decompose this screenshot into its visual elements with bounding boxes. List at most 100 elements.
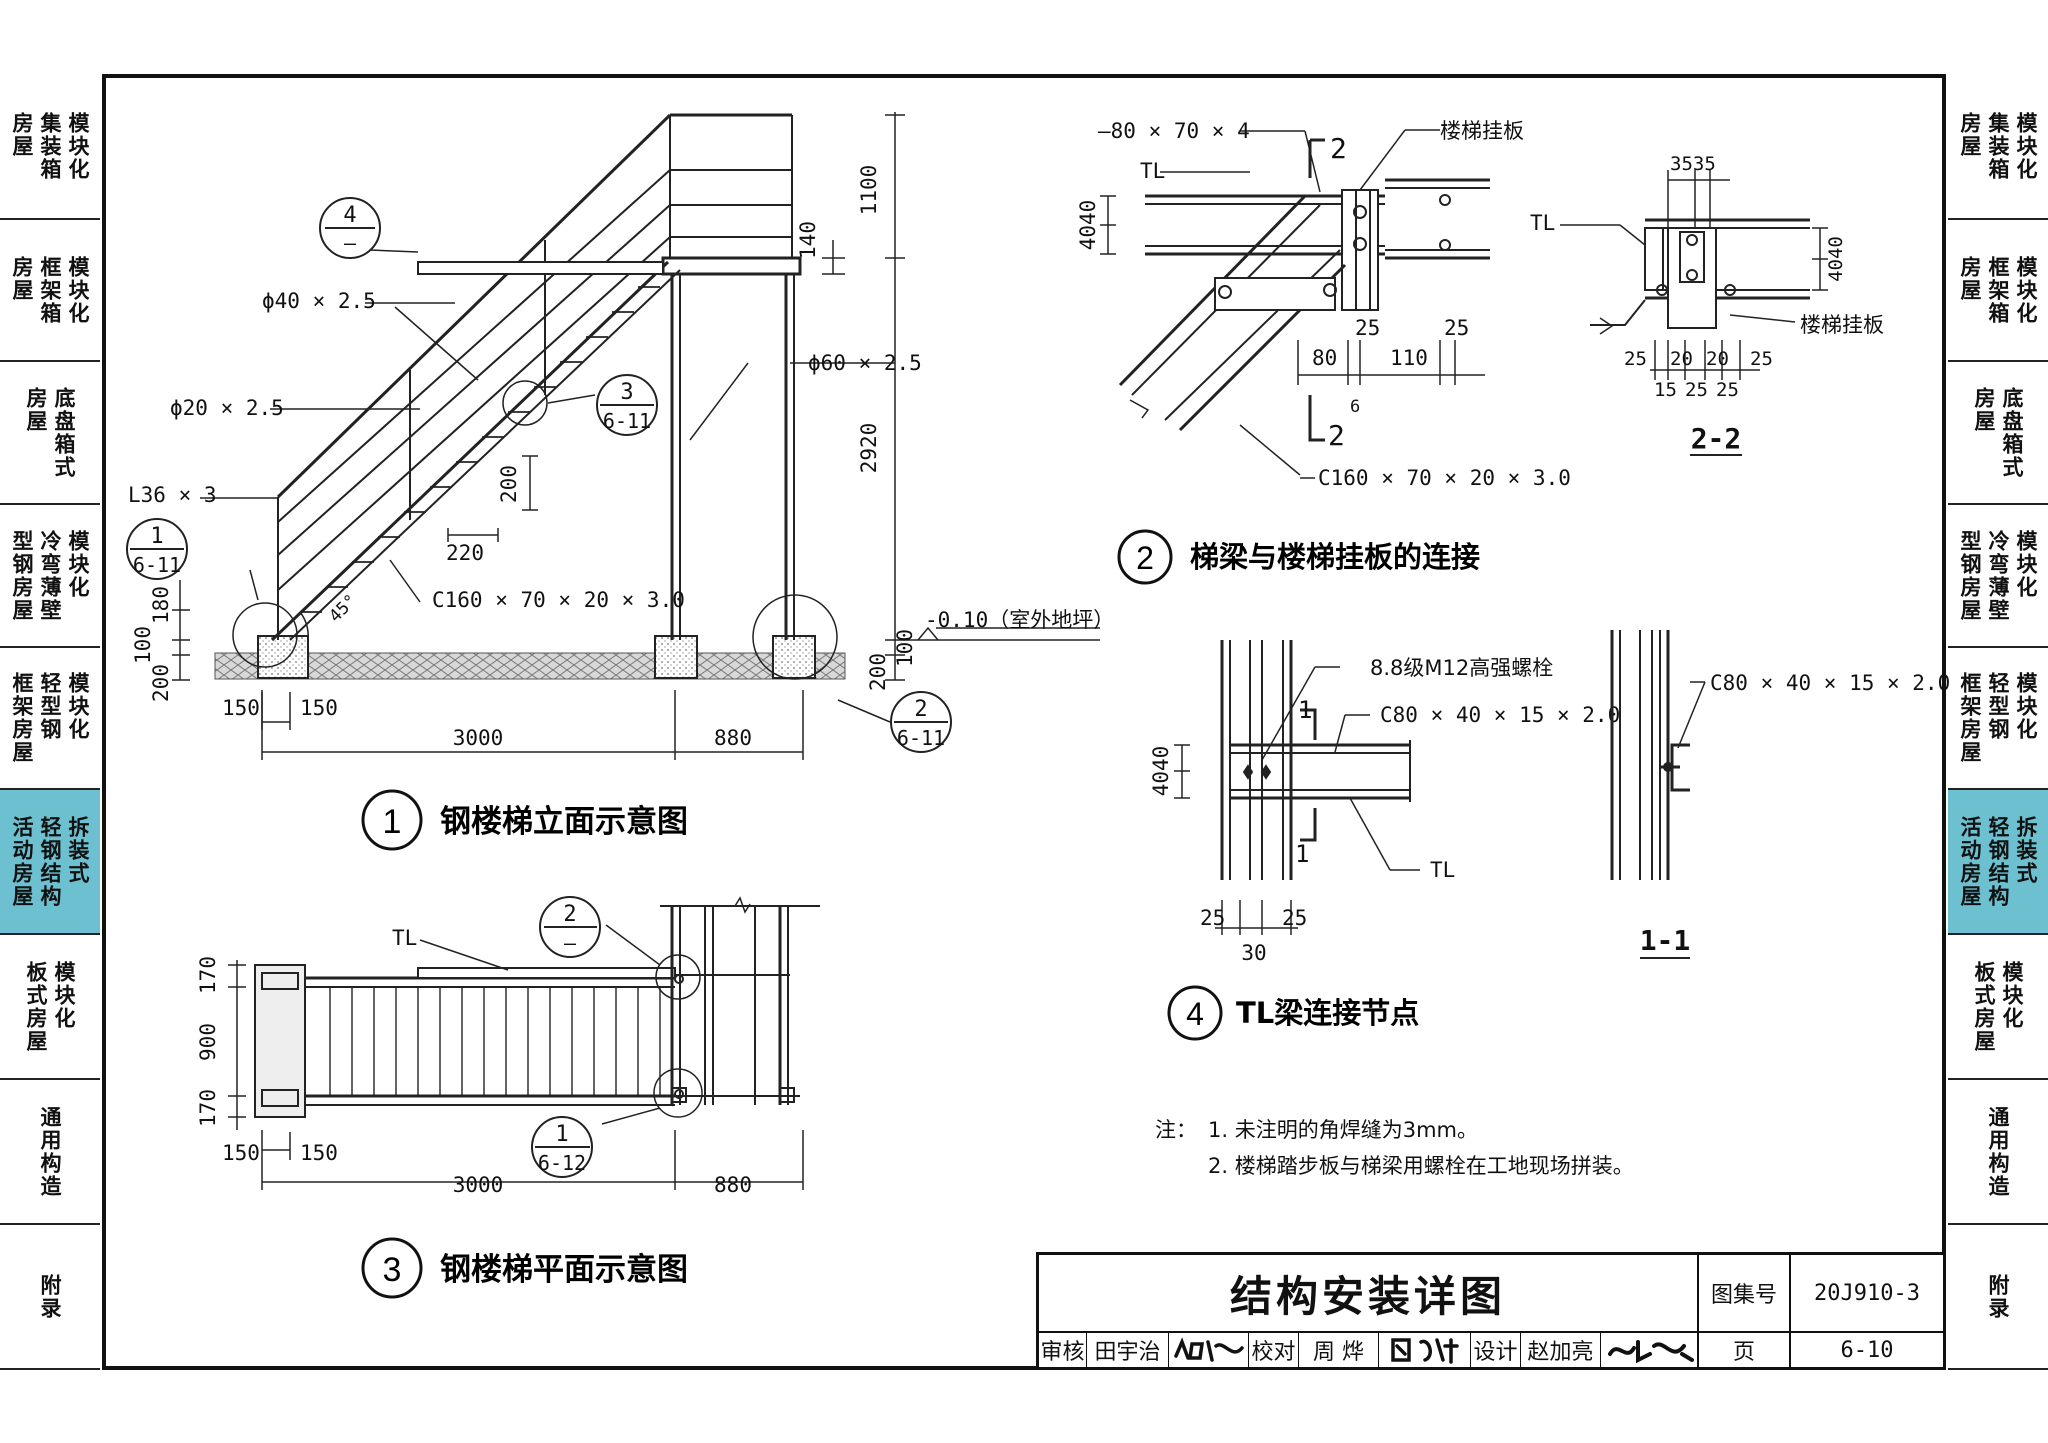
design-name: 赵加亮: [1521, 1333, 1601, 1367]
ref2-top: 2: [914, 697, 927, 722]
fig4-lbl-C80: C80 × 40 × 15 × 2.0: [1380, 703, 1620, 727]
lbl-L36: L36 × 3: [128, 483, 217, 507]
side-tab-label: 轻型钢: [1986, 672, 2010, 741]
side-tab-label: 集装箱: [38, 111, 62, 181]
note-1: 1. 未注明的角焊缝为3mm。: [1208, 1118, 1478, 1142]
side-tab-label: 房屋: [10, 255, 34, 302]
dim-140: 140: [796, 221, 820, 259]
fig2-title: 2 梯梁与楼梯挂板的连接: [1117, 529, 1480, 585]
dim-150-a: 150: [222, 696, 260, 720]
fig3-ref2-top: 2: [563, 902, 576, 927]
dim-880: 880: [714, 726, 752, 750]
side-tab-label: 冷弯薄壁: [1986, 529, 2010, 622]
ref1-bot: 6-11: [133, 553, 181, 577]
review-name: 田宇治: [1087, 1333, 1169, 1367]
sec11-detail: [1610, 630, 1706, 959]
side-tab-label: 附录: [1986, 1273, 2010, 1320]
fig3-stair-plan: [228, 896, 820, 1190]
review-label: 审核: [1039, 1333, 1087, 1367]
side-tab-right-4[interactable]: 模块化轻型钢框架房屋: [1948, 648, 2048, 790]
side-tab-label: 房屋: [1958, 255, 1982, 302]
side-tab-label: 模块化: [2014, 255, 2038, 325]
side-tab-label: 框架箱: [1986, 255, 2010, 325]
side-tab-label: 型钢房屋: [1958, 529, 1982, 622]
side-tab-left-0[interactable]: 模块化集装箱房屋: [0, 74, 100, 220]
sec22-lbl-hanger: 楼梯挂板: [1800, 313, 1884, 337]
side-tab-label: 房屋: [10, 111, 34, 158]
lbl-C160: C160 × 70 × 20 × 3.0: [432, 588, 685, 612]
fig4-dim-4040: 4040: [1149, 746, 1173, 797]
dim-100: 100: [893, 629, 917, 667]
side-tab-right-6[interactable]: 模块化板式房屋: [1948, 935, 2048, 1080]
fig4-num: 4: [1186, 996, 1204, 1032]
side-tab-left-4[interactable]: 模块化轻型钢框架房屋: [0, 648, 100, 790]
side-tab-right-3[interactable]: 模块化冷弯薄壁型钢房屋: [1948, 505, 2048, 648]
fig4-title-text: TL梁连接节点: [1236, 996, 1419, 1030]
sec22-title: 2-2: [1691, 422, 1742, 455]
fig2-sec-bot-sup: 6: [1350, 397, 1360, 417]
check-label: 校对: [1249, 1333, 1299, 1367]
design-label: 设计: [1471, 1333, 1521, 1367]
sec11-lbl-C80: C80 × 40 × 15 × 2.0: [1710, 671, 1950, 695]
side-tab-label: 模块化: [66, 255, 90, 325]
side-tab-label: 集装箱: [1986, 111, 2010, 181]
atlas-label: 图集号: [1699, 1255, 1791, 1333]
sec22-detail: [1560, 170, 1828, 456]
side-tab-label: 模块化: [2000, 960, 2024, 1030]
note-2: 2. 楼梯踏步板与梯梁用螺栓在工地现场拼装。: [1208, 1154, 1634, 1178]
side-tab-right-7[interactable]: 通用构造: [1948, 1080, 2048, 1225]
side-tab-left-5[interactable]: 拆装式轻钢结构活动房屋: [0, 790, 100, 935]
fig3-num: 3: [383, 1251, 402, 1289]
fig2-dim-80: 80: [1312, 346, 1337, 370]
fig4-node: [1174, 640, 1420, 935]
check-name: 周 烨: [1299, 1333, 1379, 1367]
fig2-dim-25a: 25: [1355, 316, 1380, 340]
side-tab-label: 模块化: [2014, 111, 2038, 181]
drawing-title: 结构安装详图: [1039, 1255, 1699, 1333]
fig2-sec-bot: 2: [1328, 419, 1345, 452]
side-tab-left-1[interactable]: 模块化框架箱房屋: [0, 220, 100, 362]
side-tab-right-0[interactable]: 模块化集装箱房屋: [1948, 74, 2048, 220]
side-tab-left-8[interactable]: 附录: [0, 1225, 100, 1370]
fig3-ref2-bot: —: [564, 931, 577, 955]
fig2-num: 2: [1136, 540, 1154, 576]
fig3-ref1-bot: 6-12: [538, 1151, 586, 1175]
fig1-title-text: 钢楼梯立面示意图: [440, 804, 688, 840]
fig3-title: 3 钢楼梯平面示意图: [361, 1237, 688, 1299]
fig2-lbl-plate: —80 × 70 × 4: [1098, 119, 1250, 143]
side-tab-label: 房屋: [1972, 386, 1996, 433]
side-tab-left-6[interactable]: 模块化板式房屋: [0, 935, 100, 1080]
fig3-dim-170a: 170: [196, 956, 220, 994]
side-tab-label: 活动房屋: [10, 815, 34, 908]
side-tab-left-2[interactable]: 底盘箱式房屋: [0, 362, 100, 505]
fig4-sec-top: 1: [1298, 696, 1312, 724]
atlas-number: 20J910-3: [1791, 1255, 1943, 1333]
sec22-dim-r1-3: 25: [1750, 348, 1773, 370]
lbl-phi40: ϕ40 × 2.5: [262, 289, 376, 313]
dim-200-step: 200: [497, 465, 521, 503]
side-tab-label: 活动房屋: [1958, 815, 1982, 908]
fig3-dim-880: 880: [714, 1173, 752, 1197]
side-tab-label: 底盘箱式: [52, 386, 76, 479]
side-tab-label: 板式房屋: [1972, 960, 1996, 1053]
fig1-num: 1: [383, 803, 402, 841]
side-tab-left-3[interactable]: 模块化冷弯薄壁型钢房屋: [0, 505, 100, 648]
fig4-sec-bot: 1: [1295, 840, 1309, 868]
side-tab-label: 模块化: [52, 960, 76, 1030]
side-tab-right-2[interactable]: 底盘箱式房屋: [1948, 362, 2048, 505]
side-tab-left-7[interactable]: 通用构造: [0, 1080, 100, 1225]
side-tab-label: 拆装式: [66, 815, 90, 885]
design-signature: [1601, 1333, 1699, 1367]
side-tab-label: 框架房屋: [10, 672, 34, 764]
fig2-title-text: 梯梁与楼梯挂板的连接: [1190, 540, 1480, 574]
lbl-phi60: ϕ60 × 2.5: [808, 351, 922, 375]
sec11-title: 1-1: [1640, 924, 1691, 957]
side-tab-right-8[interactable]: 附录: [1948, 1225, 2048, 1370]
side-tab-right-1[interactable]: 模块化框架箱房屋: [1948, 220, 2048, 362]
side-tab-right-5[interactable]: 拆装式轻钢结构活动房屋: [1948, 790, 2048, 935]
side-tab-label: 房屋: [1958, 111, 1982, 158]
sec22-dim-r2-2: 25: [1716, 379, 1739, 401]
dim-180: 180: [149, 586, 173, 624]
fig2-lbl-TL: TL: [1140, 159, 1165, 183]
